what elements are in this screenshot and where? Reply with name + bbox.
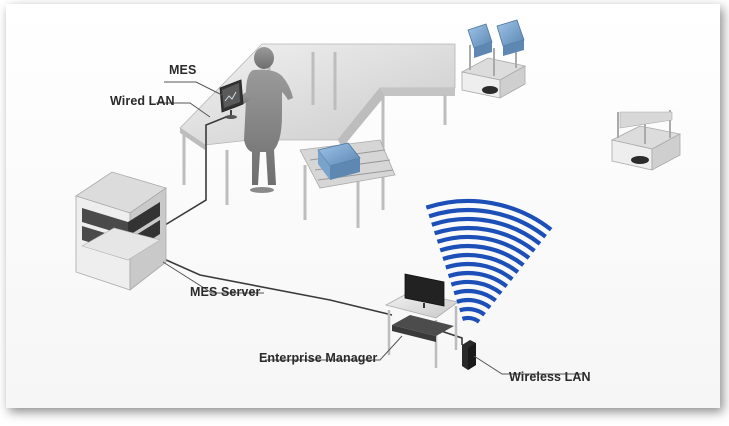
enterprise-manager-desk	[384, 291, 459, 368]
label-mes: MES	[169, 63, 197, 77]
wifi-arc	[439, 243, 525, 267]
wifi-arc	[459, 306, 486, 317]
enterprise-monitor-icon	[404, 273, 445, 308]
wifi-arc	[436, 234, 531, 260]
robot-cart-icon	[460, 19, 527, 99]
conveyor-table-icon	[299, 139, 396, 189]
wifi-arc	[425, 198, 553, 232]
server-rack-icon	[75, 171, 167, 291]
wireless-access-point-icon	[462, 340, 476, 370]
label-mes-server: MES Server	[190, 285, 261, 299]
wifi-arc	[453, 288, 497, 303]
wifi-arc	[433, 225, 536, 253]
wifi-arc	[428, 207, 547, 239]
mes-monitor-icon	[219, 79, 244, 119]
workbench-table	[179, 43, 456, 228]
wifi-arc	[461, 315, 481, 324]
robot-cart-icon	[610, 110, 682, 171]
label-wireless-lan: Wireless LAN	[509, 370, 591, 384]
label-enterprise-manager: Enterprise Manager	[259, 351, 378, 365]
label-leader-lines	[156, 81, 582, 375]
label-wired-lan: Wired LAN	[110, 94, 175, 108]
wifi-arc	[456, 297, 492, 310]
wifi-arc	[445, 261, 514, 281]
wifi-arc	[447, 270, 509, 289]
wifi-arc	[431, 216, 542, 246]
wifi-arc	[450, 279, 503, 296]
network-cables	[154, 116, 463, 345]
wifi-signal-icon	[425, 198, 553, 324]
wifi-arc	[442, 253, 520, 274]
